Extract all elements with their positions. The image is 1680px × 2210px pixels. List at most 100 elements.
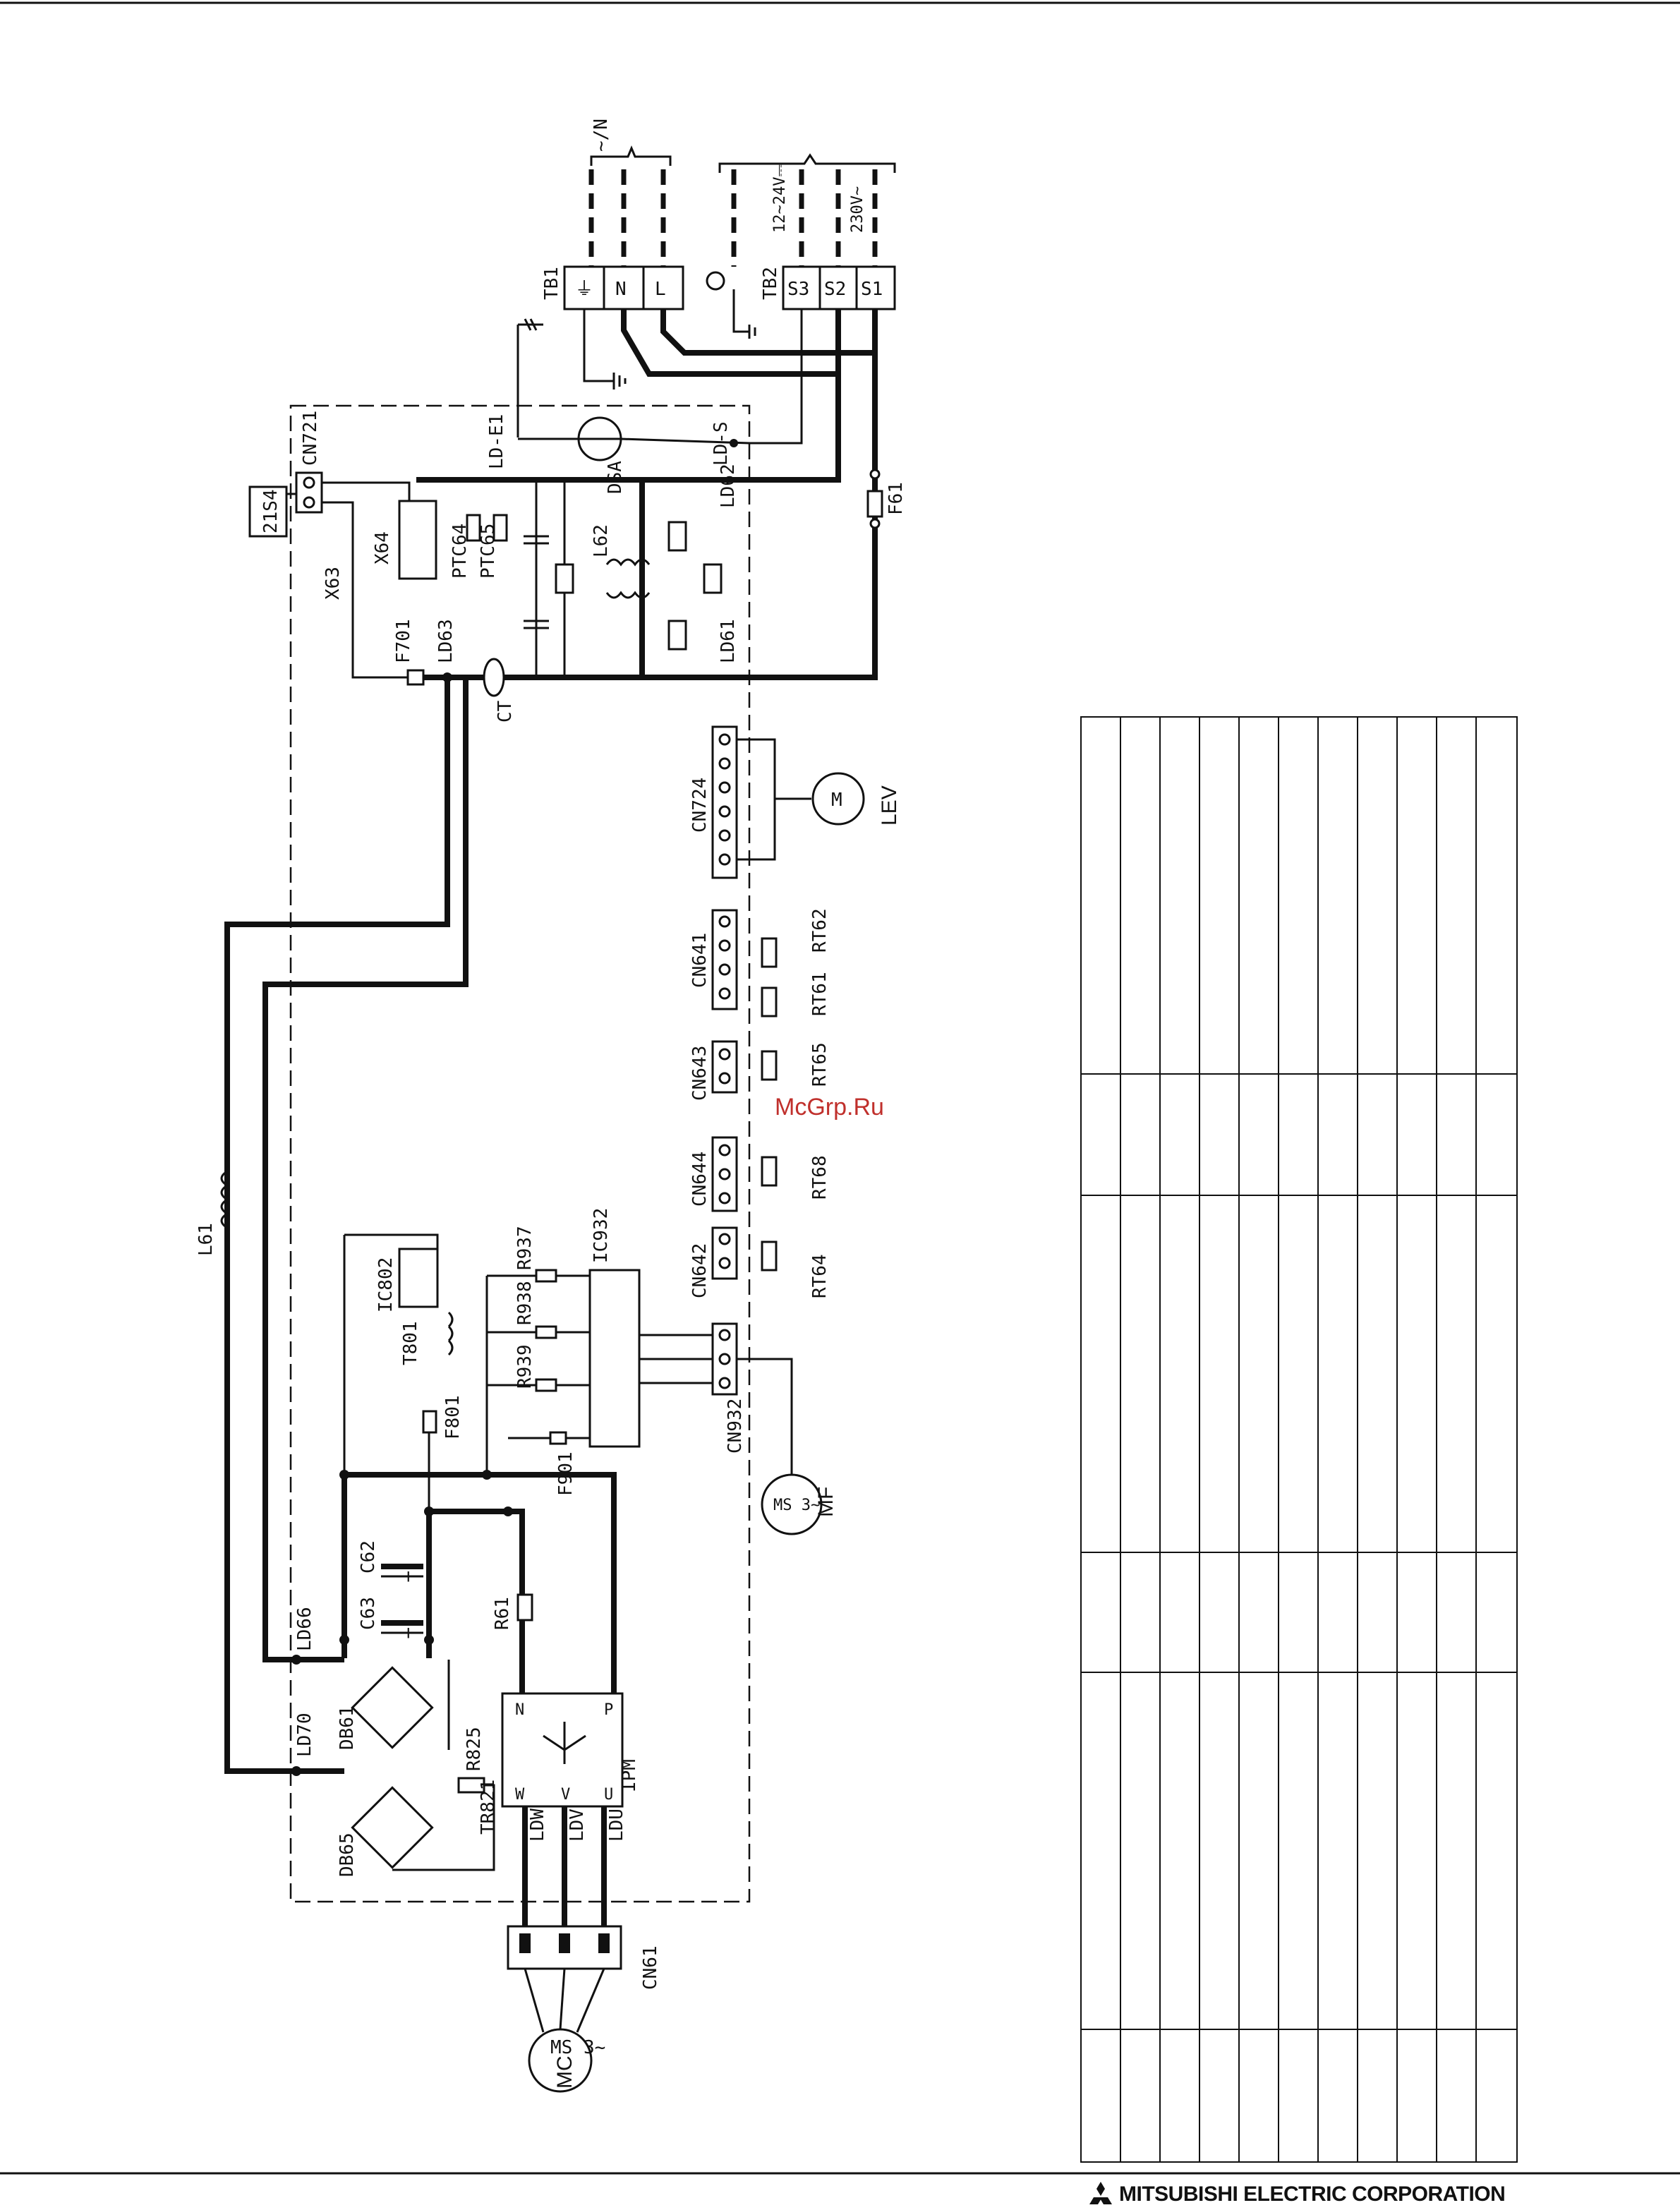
cn644-label: CN644 [689,1152,711,1207]
db65-label: DB65 [337,1832,358,1877]
f701-fuse [406,669,425,686]
f801-label: F801 [442,1395,464,1439]
varistor-2 [667,521,687,552]
tb2-terminal-s3: S3 [787,279,809,300]
ct-label: CT [495,700,516,723]
l-wire [660,309,878,356]
r61-label: R61 [492,1597,513,1630]
rt68-thermistor [761,1156,778,1187]
mc-label: MC [553,2055,576,2089]
f61-fuse [866,490,883,518]
footer-brand: MITSUBISHI ELECTRIC CORPORATION [1087,2182,1506,2207]
cn724-connector [711,725,738,879]
ptc64-label: PTC64 [449,524,471,579]
f901-fuse [549,1431,567,1445]
terminal-block-tb2: S3 S2 S1 TB2 [760,265,896,310]
svg-text:+: + [402,1622,415,1645]
svg-text:W: W [515,1786,525,1804]
tr821-label: TR821 [478,1780,499,1835]
watermark: McGrp.Ru [775,1094,884,1121]
ld-e1-label: LD-E1 [486,414,507,469]
tb2-label: TB2 [760,267,781,300]
ldv-label: LDV [567,1809,588,1842]
svg-text:+: + [402,1565,415,1588]
db61-label: DB61 [337,1705,358,1750]
rt65-thermistor [761,1050,778,1081]
x63-label: X63 [322,567,344,600]
varistor-1 [555,563,574,594]
cn641-label: CN641 [689,933,711,988]
parts-table [1080,716,1518,2163]
rt61-label: RT61 [809,972,830,1016]
svg-text:P: P [604,1701,613,1719]
ic802-box [398,1248,439,1308]
l61-label: L61 [195,1223,217,1256]
rt68-label: RT68 [809,1155,830,1200]
r938-label: R938 [514,1281,536,1325]
cn61-label: CN61 [640,1945,661,1990]
svg-text:U: U [604,1786,613,1804]
r937-label: R937 [514,1226,536,1270]
ic802-label: IC802 [375,1257,397,1312]
mf-label: MF [814,1487,838,1517]
controller-board-outline [289,404,751,1903]
ldu-label: LDU [606,1809,627,1842]
ld61-label: LD61 [718,619,739,663]
t801-coil [447,1311,454,1356]
c21s4-label: 21S4 [260,489,282,533]
ipm-label: IPM [619,1759,640,1792]
s3-wire [749,309,803,445]
tb2-earth-symbol [706,271,725,291]
lev-label: LEV [878,785,901,826]
cn642-label: CN642 [689,1243,711,1298]
cn721-label: CN721 [300,411,321,466]
f801-fuse [422,1410,437,1434]
lev-motor [811,772,865,826]
l61-wire-b [262,677,469,1662]
db61-rectifier [351,1666,434,1749]
tb1-terminal-l: L [655,279,666,300]
rt62-label: RT62 [809,908,830,953]
footer-company: MITSUBISHI ELECTRIC CORPORATION [1119,2182,1506,2206]
l62-label: L62 [591,524,612,557]
c62-label: C62 [358,1540,379,1574]
tb2-terminal-s1: S1 [861,279,883,300]
rt65-label: RT65 [809,1042,830,1087]
varistor-4 [703,563,723,594]
svg-text:V: V [561,1786,570,1804]
ld70-label: LD70 [294,1713,315,1757]
tb2-terminal-s2: S2 [824,279,846,300]
r939-resistor [535,1378,557,1392]
tb1-terminal-n: N [615,279,627,300]
ic932-label: IC932 [591,1208,612,1263]
svg-text:N: N [515,1701,524,1719]
ptc65-label: PTC65 [478,524,499,579]
terminal-block-tb1: ⏚ N L TB1 [541,265,684,310]
ac-voltage-label: 230V~ [849,186,866,233]
mf-motor-ms-label: MS 3~ [773,1497,820,1514]
ptc65-resistor [492,514,508,542]
x64-relay [398,500,437,580]
signal-brace [718,153,896,173]
l61-wire-a [224,677,450,1774]
sensor-connectors: CN932 CN642 RT64 CN644 RT68 CN643 RT65 [639,725,901,1454]
tb1-terminal-earth: ⏚ [575,279,593,300]
cn724-label: CN724 [689,778,711,833]
mc-motor-ms-label: MS 3~ [550,2037,605,2058]
f701-label: F701 [393,619,414,663]
rt62-thermistor [761,937,778,968]
ld62-label: LD62 [718,464,739,508]
mains-brace [590,145,672,166]
cn932-label: CN932 [725,1399,746,1454]
lev-motor-m-label: M [831,790,842,811]
r61-resistor [516,1593,533,1622]
rt64-label: RT64 [809,1254,830,1298]
n-wire [621,309,841,377]
ldw-label: LDW [527,1809,548,1842]
cn643-label: CN643 [689,1046,711,1101]
ld-s-label: LD-S [711,421,732,466]
r937-resistor [535,1269,557,1283]
db65-rectifier [351,1786,434,1869]
mitsubishi-logo-icon [1089,2182,1112,2204]
